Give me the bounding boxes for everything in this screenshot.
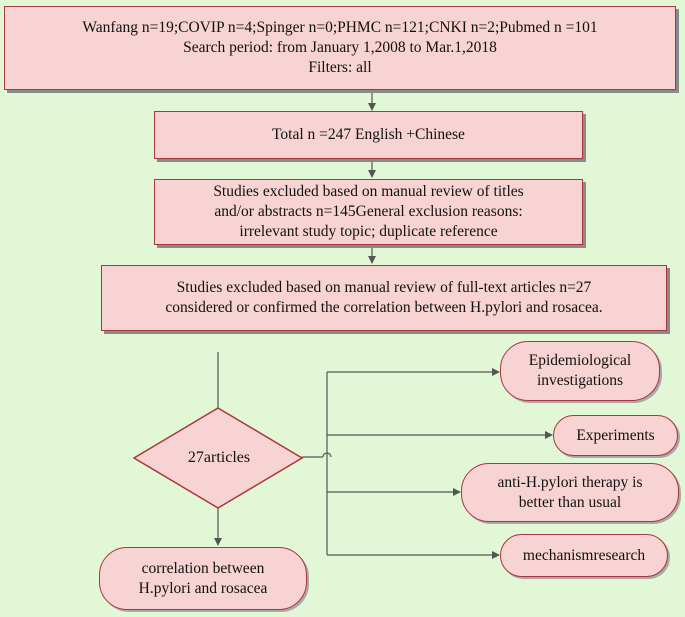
exclusion-box: Studies excluded based on manual review … xyxy=(154,179,583,245)
conclusion-line-1: correlation between xyxy=(141,559,265,577)
epidemiological-line-1: Epidemiological xyxy=(528,352,632,369)
conclusion-line-2: H.pylori and rosacea xyxy=(138,579,268,597)
decision-label: 27articles xyxy=(187,449,251,466)
epidemiological-line-2: investigations xyxy=(536,372,624,389)
experiments-line-1: Experiments xyxy=(576,426,655,444)
exclusion-line-3: irrelevant study topic; duplicate refere… xyxy=(239,223,498,240)
therapy-line-1: anti-H.pylori therapy is xyxy=(497,473,643,491)
category-epidemiological: Epidemiological investigations xyxy=(500,341,660,401)
sources-line-2: Search period: from January 1,2008 to Ma… xyxy=(183,39,497,56)
total-line-1: Total n =247 English +Chinese xyxy=(272,126,465,143)
exclusion-line-2: and/or abstracts n=145General exclusion … xyxy=(214,203,523,220)
exclusion-line-1: Studies excluded based on manual review … xyxy=(213,183,524,200)
category-therapy: anti-H.pylori therapy is better than usu… xyxy=(461,463,679,522)
fulltext-line-2: considered or confirmed the correlation … xyxy=(165,299,603,316)
branch-connectors xyxy=(302,368,553,559)
fulltext-box: Studies excluded based on manual review … xyxy=(101,265,667,331)
sources-line-3: Filters: all xyxy=(308,59,372,76)
conclusion-box: correlation between H.pylori and rosacea xyxy=(99,547,307,610)
sources-line-1: Wanfang n=19;COVIP n=4;Spinger n=0;PHMC … xyxy=(82,19,598,36)
sources-box: Wanfang n=19;COVIP n=4;Spinger n=0;PHMC … xyxy=(4,6,676,90)
fulltext-line-1: Studies excluded based on manual review … xyxy=(176,279,592,296)
category-experiments: Experiments xyxy=(553,415,678,456)
total-box: Total n =247 English +Chinese xyxy=(154,111,583,159)
mechanism-line-1: mechanismresearch xyxy=(522,546,646,564)
category-mechanism: mechanismresearch xyxy=(500,534,668,577)
decision-diamond xyxy=(132,407,304,509)
vertical-arrows xyxy=(214,92,376,546)
therapy-line-2: better than usual xyxy=(518,493,622,511)
